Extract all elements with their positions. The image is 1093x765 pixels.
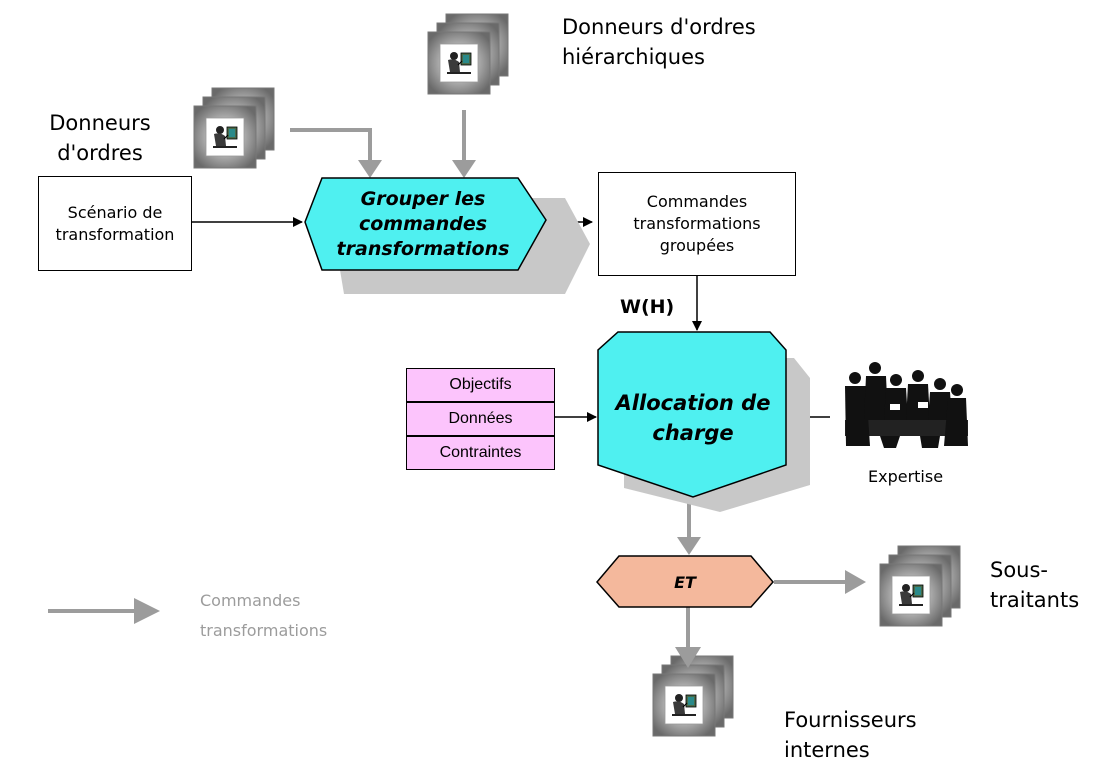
fournisseurs-actor-icon	[653, 656, 733, 736]
donneurs-ordres-actor-icon	[194, 88, 274, 168]
contraintes-label: Contraintes	[439, 444, 522, 461]
grouper-process-shape	[304, 177, 547, 271]
objectifs-box: Objectifs	[406, 368, 555, 402]
flow-arrows	[48, 110, 848, 650]
meeting-people-icon	[845, 362, 968, 448]
et-gate-shape	[596, 555, 774, 608]
allocation-process-shape	[597, 331, 787, 498]
objectifs-label: Objectifs	[449, 376, 512, 393]
expertise-label: Expertise	[868, 467, 944, 486]
donnees-label: Données	[448, 410, 513, 427]
et-label: ET	[674, 572, 696, 592]
wh-label: W(H)	[620, 296, 675, 318]
flow-arrowheads	[134, 160, 866, 668]
donnees-box: Données	[406, 402, 555, 436]
contraintes-box: Contraintes	[406, 436, 555, 470]
donneurs-hier-actor-icon	[428, 14, 508, 94]
sous-traitants-label: Sous-traitants	[990, 558, 1080, 612]
sous-traitants-actor-icon	[880, 546, 960, 626]
